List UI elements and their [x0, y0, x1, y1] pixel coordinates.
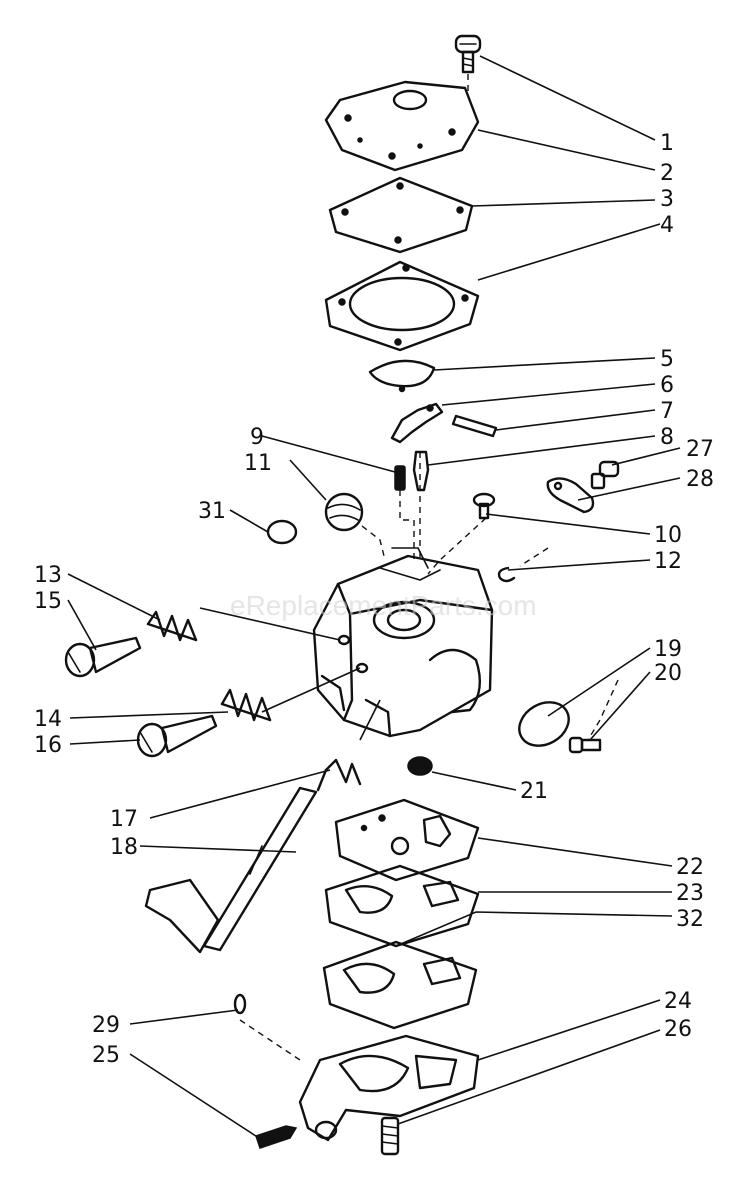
part-24-metering-cover [298, 1034, 480, 1142]
callout-24: 24 [664, 989, 692, 1014]
part-5-disc [368, 359, 436, 393]
part-25-screw [255, 1125, 298, 1149]
part-14-spring [220, 688, 272, 722]
leader-lines [67, 55, 681, 1141]
callout-21: 21 [520, 779, 548, 804]
callout-4: 4 [660, 213, 674, 238]
callout-15: 15 [34, 589, 62, 614]
part-27-screw [590, 460, 620, 490]
part-13-spring [146, 610, 198, 642]
part-10-screw [472, 492, 496, 520]
part-32-gasket [322, 940, 478, 1030]
part-31-plug [266, 519, 298, 545]
callout-2: 2 [660, 161, 674, 186]
callout-27: 27 [686, 437, 714, 462]
callout-5: 5 [660, 347, 674, 372]
callout-9: 9 [250, 425, 264, 450]
part-19-throttle-plate [518, 701, 570, 747]
callout-1: 1 [660, 131, 674, 156]
assembly-lines [239, 74, 619, 1061]
callout-31: 31 [198, 499, 226, 524]
part-17-torsion-spring [316, 758, 362, 792]
part-26-screw [380, 1116, 400, 1156]
callout-6: 6 [660, 373, 674, 398]
callout-7: 7 [660, 399, 674, 424]
callout-8: 8 [660, 425, 674, 450]
callout-22: 22 [676, 855, 704, 880]
callout-28: 28 [686, 467, 714, 492]
part-11-welch-plug [324, 492, 364, 532]
part-8-inlet-needle [412, 450, 430, 492]
watermark: eReplacementParts.com [230, 590, 537, 621]
part-4-gasket [324, 260, 480, 352]
callout-29: 29 [92, 1013, 120, 1038]
part-2-pump-cover [324, 80, 480, 172]
callout-11: 11 [244, 451, 272, 476]
callout-numbers: 1 2 3 4 5 6 7 8 9 11 27 28 31 10 12 13 1… [34, 131, 714, 1068]
part-9-spring [394, 465, 406, 491]
part-21-filter-screen [407, 756, 433, 776]
part-29-check-ball [233, 993, 247, 1015]
callout-17: 17 [110, 807, 138, 832]
part-15-adjusting-screw [64, 636, 142, 678]
callout-12: 12 [654, 549, 682, 574]
part-16-adjusting-screw [136, 714, 218, 758]
carburetor-body [312, 547, 494, 738]
callout-10: 10 [654, 523, 682, 548]
part-23-gasket [324, 864, 480, 948]
callout-20: 20 [654, 661, 682, 686]
part-20-screw [568, 736, 602, 754]
part-28-plate [546, 477, 595, 514]
callout-16: 16 [34, 733, 62, 758]
callout-32: 32 [676, 907, 704, 932]
part-7-pin [451, 414, 498, 438]
callout-19: 19 [654, 637, 682, 662]
part-3-diaphragm [328, 176, 474, 254]
callout-14: 14 [34, 707, 62, 732]
part-12-clip [497, 566, 516, 583]
callout-25: 25 [92, 1043, 120, 1068]
callout-3: 3 [660, 187, 674, 212]
callout-18: 18 [110, 835, 138, 860]
part-22-metering-diaphragm [334, 798, 480, 882]
callout-26: 26 [664, 1017, 692, 1042]
callout-23: 23 [676, 881, 704, 906]
part-6-control-lever [390, 402, 444, 444]
part-1-screw [454, 34, 482, 74]
callout-13: 13 [34, 563, 62, 588]
